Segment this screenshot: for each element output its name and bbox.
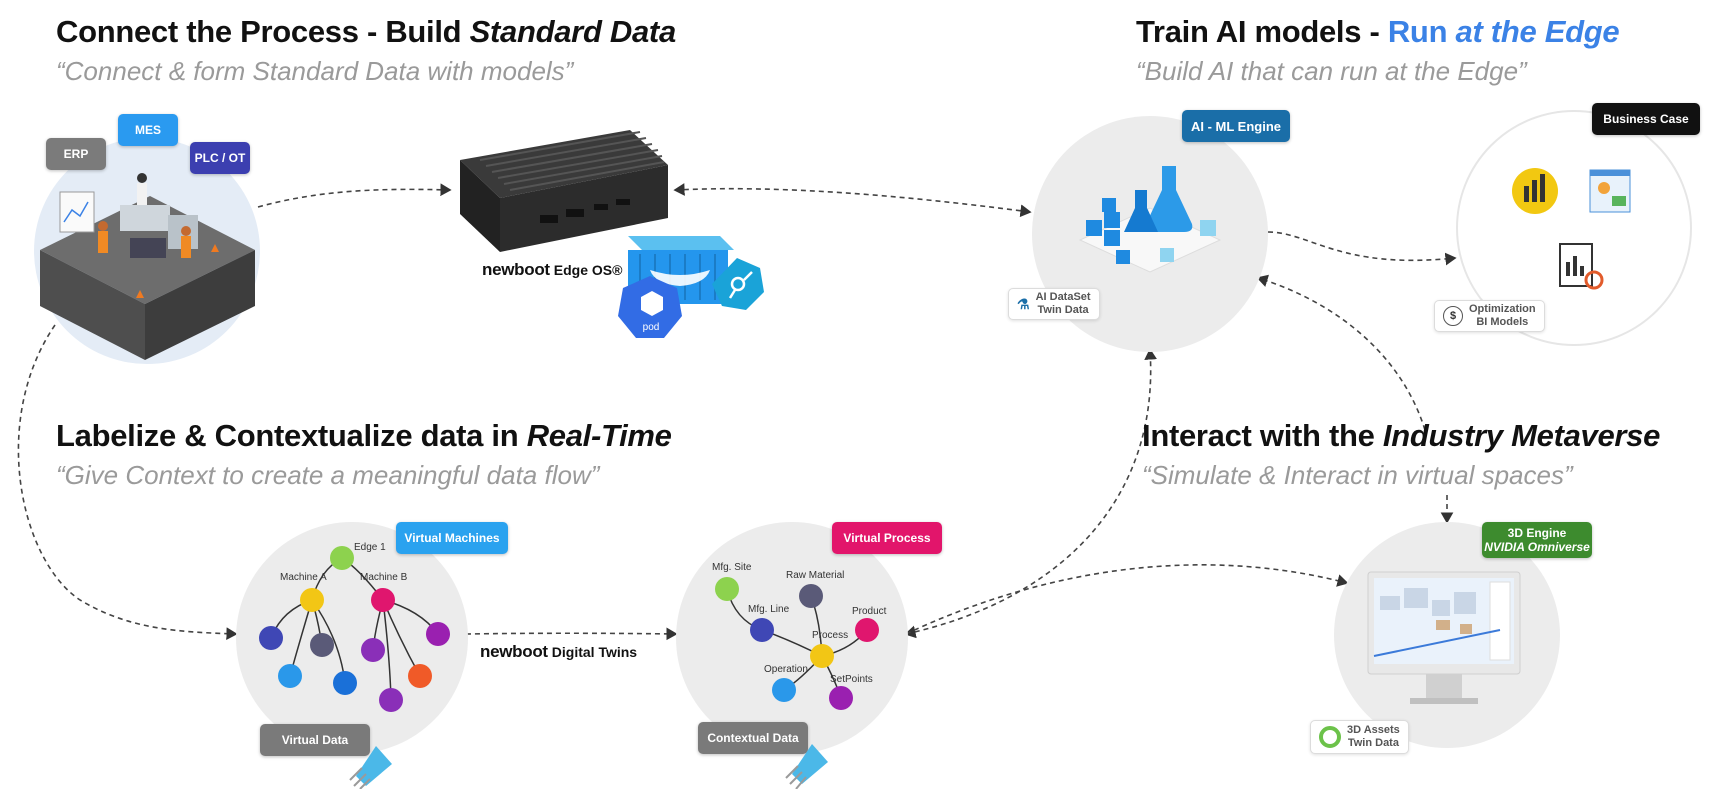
vp-label-mfg-site: Mfg. Site bbox=[712, 562, 752, 573]
virtual-process-badge: Virtual Process bbox=[832, 522, 942, 554]
vp-label-operation: Operation bbox=[764, 664, 808, 675]
arrow-vm-to-vp bbox=[465, 627, 678, 641]
heading-interact: Interact with the Industry Metaverse bbox=[1142, 418, 1661, 453]
arrow-factory-to-edge bbox=[257, 183, 452, 208]
vp-label-product: Product bbox=[852, 606, 887, 617]
virtual-data-badge: Virtual Data bbox=[260, 724, 370, 756]
vp-label-process: Process bbox=[812, 630, 849, 641]
vp-node-setpoints bbox=[829, 686, 853, 710]
heading-connect: Connect the Process - Build Standard Dat… bbox=[56, 14, 676, 49]
pod-label: pod bbox=[642, 322, 660, 333]
engine-3d-badge: 3D Engine NVIDIA Omniverse bbox=[1482, 522, 1592, 558]
plc-ot-badge: PLC / OT bbox=[190, 142, 250, 174]
vp-node-product bbox=[855, 618, 879, 642]
subtitle-labelize: “Give Context to create a meaningful dat… bbox=[56, 460, 600, 490]
arrow-3d-to-ai bbox=[1256, 274, 1426, 431]
arrow-vp-to-ai bbox=[904, 348, 1158, 639]
vm-node-edge1 bbox=[330, 546, 354, 570]
arrow-vp-to-3d bbox=[905, 564, 1349, 635]
vm-label-machine-a: Machine A bbox=[280, 572, 327, 583]
vp-label-mfg-line: Mfg. Line bbox=[748, 604, 790, 615]
erp-badge: ERP bbox=[46, 138, 106, 170]
vp-node-raw-material bbox=[799, 584, 823, 608]
vp-node-process bbox=[810, 644, 834, 668]
omniverse-icon bbox=[1319, 726, 1341, 748]
heading-labelize: Labelize & Contextualize data in Real-Ti… bbox=[56, 418, 672, 453]
arrow-factory-to-vm bbox=[17, 324, 238, 641]
vm-label-machine-b: Machine B bbox=[360, 572, 408, 583]
flask-icon: ⚗ bbox=[1017, 295, 1030, 312]
vp-node-operation bbox=[772, 678, 796, 702]
dollar-icon: $ bbox=[1443, 306, 1463, 326]
business-case-badge: Business Case bbox=[1592, 103, 1700, 135]
mes-badge: MES bbox=[118, 114, 178, 146]
vp-node-mfg-line bbox=[750, 618, 774, 642]
heading-train: Train AI models - Run at the Edge bbox=[1136, 14, 1620, 49]
vm-node-machine-a bbox=[300, 588, 324, 612]
virtual-machines-badge: Virtual Machines bbox=[396, 522, 508, 554]
vp-node-mfg-site bbox=[715, 577, 739, 601]
subtitle-connect: “Connect & form Standard Data with model… bbox=[56, 56, 574, 86]
subtitle-train: “Build AI that can run at the Edge” bbox=[1136, 56, 1527, 86]
vm-node-machine-b bbox=[371, 588, 395, 612]
vp-label-raw-material: Raw Material bbox=[786, 570, 845, 581]
ai-ml-engine-badge: AI - ML Engine bbox=[1182, 110, 1290, 142]
subtitle-interact: “Simulate & Interact in virtual spaces” bbox=[1142, 460, 1573, 490]
vp-label-setpoints: SetPoints bbox=[830, 674, 873, 685]
contextual-data-badge: Contextual Data bbox=[698, 722, 808, 754]
vm-label-edge1: Edge 1 bbox=[354, 542, 386, 553]
